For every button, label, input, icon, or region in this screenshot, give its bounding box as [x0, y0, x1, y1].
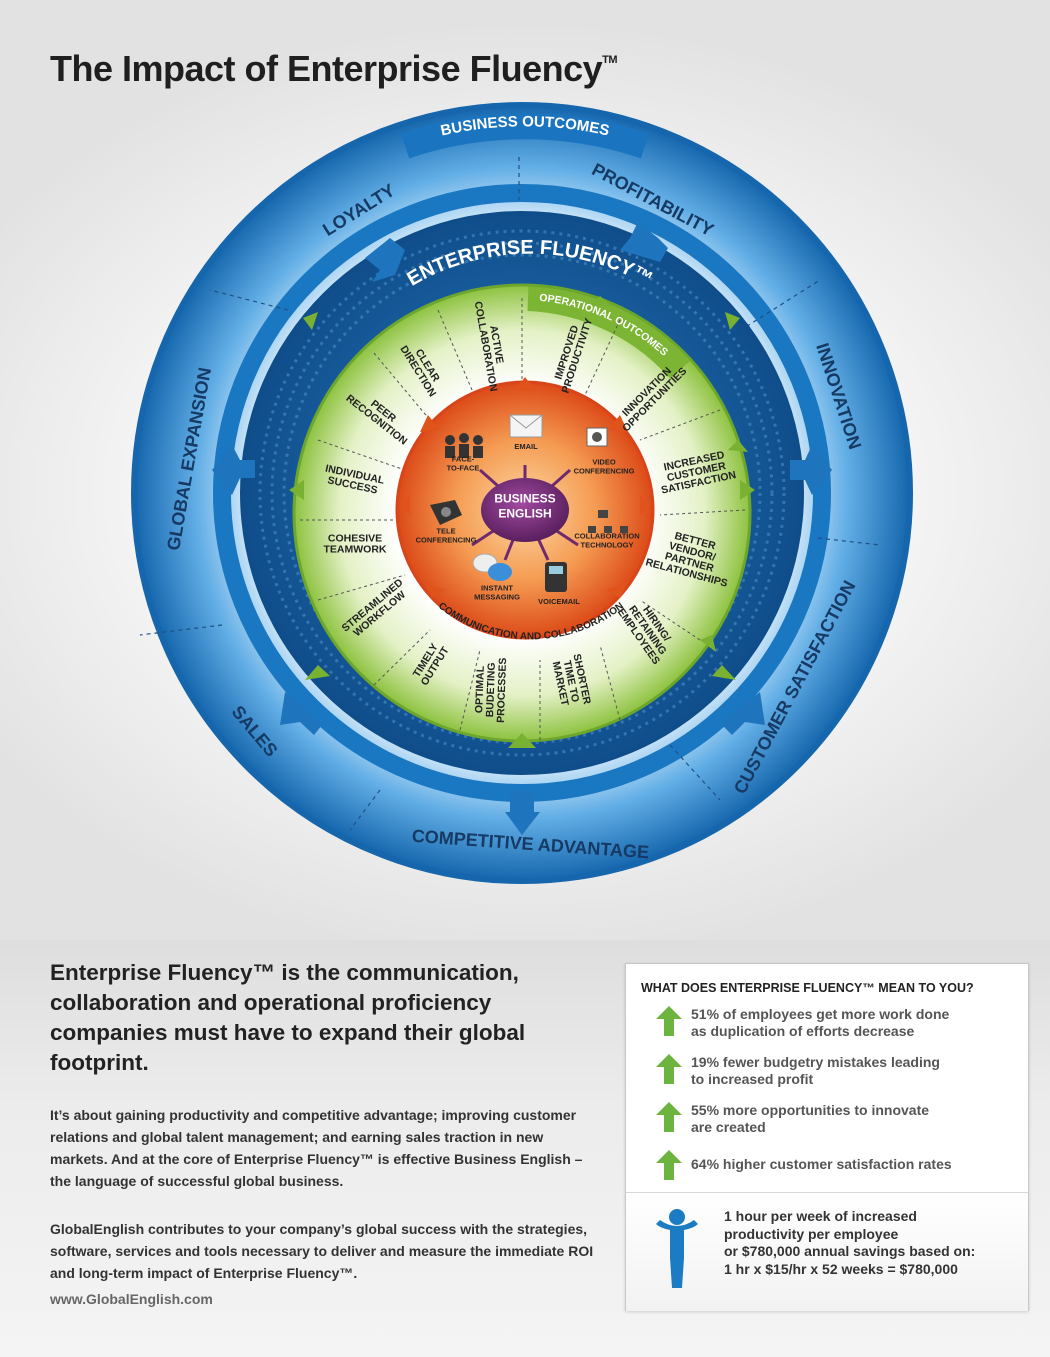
headline: Enterprise Fluency™ is the communication…	[50, 960, 526, 1075]
business-english-core	[481, 478, 569, 542]
green-up-arrow-icon	[656, 1150, 682, 1180]
envelope-icon	[509, 414, 543, 438]
green-up-arrow-icon	[656, 1006, 682, 1036]
website-link[interactable]: www.GlobalEnglish.com	[50, 1291, 213, 1307]
people-icon	[445, 433, 483, 458]
page-title: The Impact of Enterprise FluencyTM	[50, 48, 618, 89]
phone-icon	[545, 562, 567, 592]
roi-text: 1 hour per week of increased productivit…	[724, 1208, 976, 1277]
channel-label: EMAIL	[514, 442, 538, 451]
channel-label: VOICEMAIL	[538, 597, 580, 606]
business-arrows	[212, 222, 832, 835]
chat-bubbles-icon	[472, 553, 512, 581]
webcam-icon	[586, 427, 608, 447]
stats-title: WHAT DOES ENTERPRISE FLUENCY™ MEAN TO YO…	[641, 981, 974, 995]
roi-section: 1 hour per week of increased productivit…	[626, 1192, 1028, 1311]
company-paragraph: GlobalEnglish contributes to your compan…	[50, 1221, 594, 1281]
person-icon	[656, 1209, 698, 1288]
intro-paragraph: It’s about gaining productivity and comp…	[50, 1107, 583, 1189]
stats-box: WHAT DOES ENTERPRISE FLUENCY™ MEAN TO YO…	[625, 963, 1029, 1311]
channel-label: FACE-TO-FACE	[447, 455, 480, 473]
conference-phone-icon	[430, 500, 462, 525]
green-up-arrow-icon	[656, 1054, 682, 1084]
operational-outcome-label: OPTIMALBUDETINGPROCESSES	[473, 657, 509, 724]
green-up-arrow-icon	[656, 1102, 682, 1132]
network-icon	[588, 510, 628, 533]
